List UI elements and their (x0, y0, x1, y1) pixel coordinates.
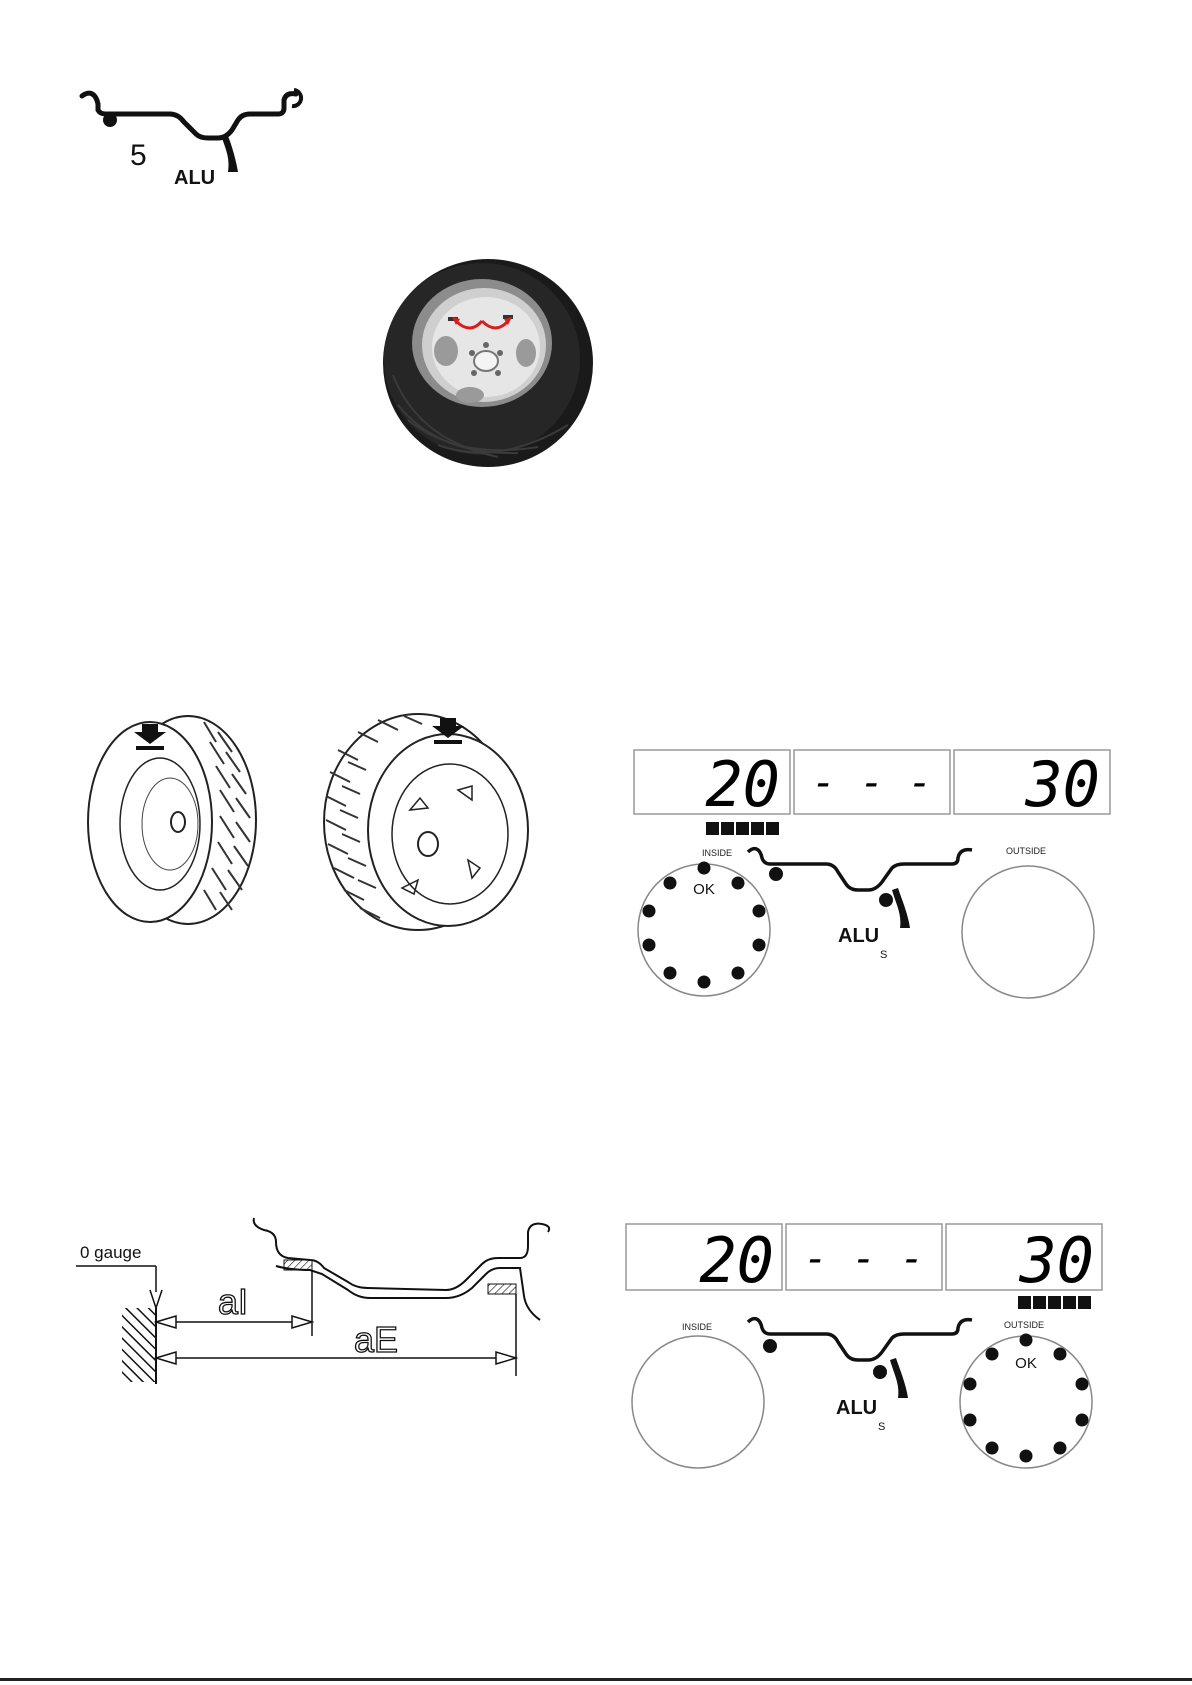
rim-spoke (892, 888, 910, 928)
ae-label: aE (354, 1319, 398, 1360)
lcd-right-value: 30 (1018, 1224, 1094, 1297)
zero-gauge-arrow-icon (150, 1290, 162, 1308)
s-label: S (878, 1421, 885, 1433)
rim-spoke (222, 136, 238, 172)
outer-weight-plane (488, 1284, 516, 1294)
rim-profile (748, 849, 972, 890)
inside-label: INSIDE (702, 848, 732, 858)
inner-weight-plane (284, 1260, 312, 1270)
outside-label: OUTSIDE (1004, 1320, 1044, 1330)
mode-number: 5 (130, 139, 147, 172)
page-bottom-rule (0, 1678, 1192, 1681)
weight-bar-right (1018, 1296, 1091, 1309)
ai-label: aI (218, 1281, 248, 1322)
alloy-wheel-illustration (378, 255, 598, 470)
balancer-display-2: 20 - - - 30 INSIDE OUTSIDE OK ALU S (624, 1222, 1104, 1472)
zero-gauge-label: 0 gauge (80, 1243, 141, 1262)
inside-label: INSIDE (682, 1322, 712, 1332)
alu-label: ALU (836, 1397, 877, 1419)
lcd-center-value: - - - (812, 760, 932, 806)
rim-section-outer (254, 1218, 549, 1290)
lcd-left-value: 20 (705, 748, 780, 821)
tyre-sketch-right (318, 710, 538, 935)
lcd-left-value: 20 (699, 1224, 774, 1297)
balancer-display-1: 20 - - - 30 INSIDE OUTSIDE OK ALU S (630, 748, 1100, 998)
tyre-sketch-left (78, 712, 258, 927)
alu-label: ALU (838, 925, 879, 947)
weight-dot-left (103, 113, 117, 127)
lcd-right-value: 30 (1024, 748, 1100, 821)
outside-circle (962, 866, 1094, 998)
mode-alu-label: ALU (174, 167, 215, 189)
outside-label: OUTSIDE (1006, 846, 1046, 856)
rim-spoke (890, 1358, 908, 1398)
ok-indicator: OK (1015, 1355, 1037, 1372)
hatched-wall (122, 1308, 156, 1382)
inside-circle (632, 1336, 764, 1468)
weight-dot-center (879, 893, 893, 907)
gauge-distance-diagram: 0 gauge aI aE (74, 1212, 584, 1387)
lcd-center-value: - - - (804, 1236, 924, 1282)
weight-dot-left (763, 1339, 777, 1353)
weight-dot-left (769, 867, 783, 881)
weight-bar-left (706, 822, 779, 835)
ok-indicator: OK (693, 881, 715, 898)
rim-mode-icon: 5 ALU (70, 80, 330, 195)
rim-profile (748, 1319, 972, 1360)
s-label: S (880, 949, 887, 961)
weight-dot-center (873, 1365, 887, 1379)
